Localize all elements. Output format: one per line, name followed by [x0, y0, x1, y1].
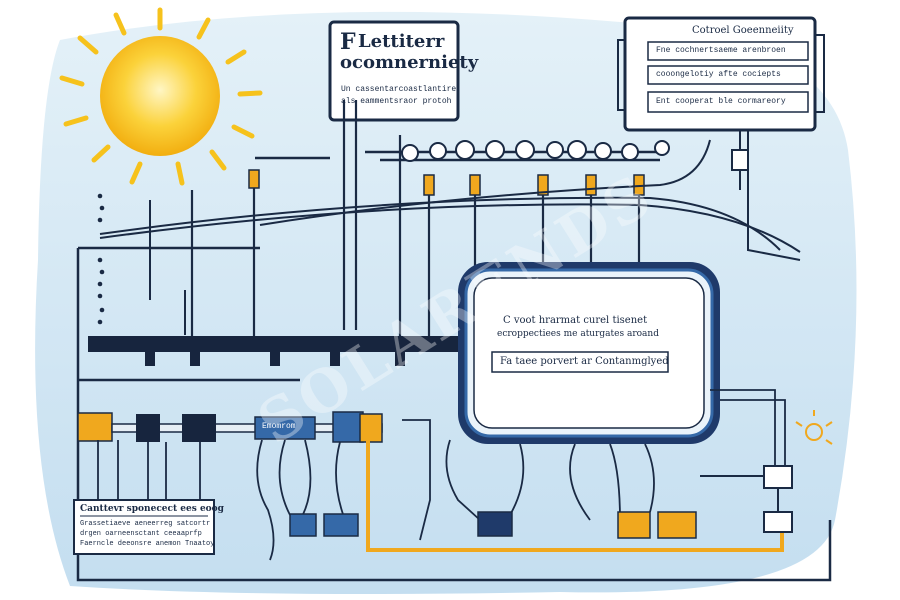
- shaft-label: Emomrom: [262, 422, 296, 431]
- shaft-assembly: [77, 411, 383, 443]
- title-sub-1: Un cassentarcoastlantire: [341, 85, 457, 94]
- legend-title: Cotroel Goeenneiity: [692, 25, 794, 36]
- title-line-1: Lettiterr: [358, 31, 445, 52]
- controller-line-1: C voot hrarmat curel tisenet: [503, 315, 648, 326]
- title-line-2: ocomnerniety: [340, 52, 479, 73]
- small-sun-icon: [795, 410, 833, 445]
- info-title: Canttevr sponecect ees eoog: [80, 504, 224, 514]
- dotted-marks: [97, 193, 105, 325]
- controller-label: Fa taee porvert ar Contanmglyed: [500, 356, 669, 367]
- info-box: [73, 499, 215, 555]
- info-line-2: drgen oarneensctant ceeaaprfp: [80, 530, 202, 538]
- title-sub-2: als eammentsraor protoh: [341, 97, 452, 106]
- sweeping-cables: [99, 139, 801, 335]
- controller-label-box: [491, 351, 669, 373]
- bus-bar: [88, 336, 460, 352]
- manifold-valves: [401, 140, 670, 162]
- background-wash: [35, 11, 857, 594]
- junction-boxes: [289, 511, 697, 539]
- info-line-3: Faerncle deeonsre anemon Tnaatoy: [80, 540, 215, 548]
- drop-wires: [190, 100, 641, 340]
- title-box: [328, 20, 460, 122]
- legend-field-3: Ent cooperat ble cormareory: [656, 97, 786, 106]
- sun: [100, 36, 220, 156]
- controller-line-2: ecroppectiees me aturgates aroand: [497, 329, 659, 339]
- info-line-1: Grassetiaeve aeneerreg satcortr: [80, 520, 211, 528]
- right-connectors: [700, 130, 801, 533]
- sun-rays: [59, 7, 263, 186]
- legend-field-1: Fne cochnertsaeme arenbroen: [656, 46, 786, 55]
- legend-field-2: cooongelotiy afte cociepts: [656, 70, 781, 79]
- title-icon: F: [340, 29, 356, 55]
